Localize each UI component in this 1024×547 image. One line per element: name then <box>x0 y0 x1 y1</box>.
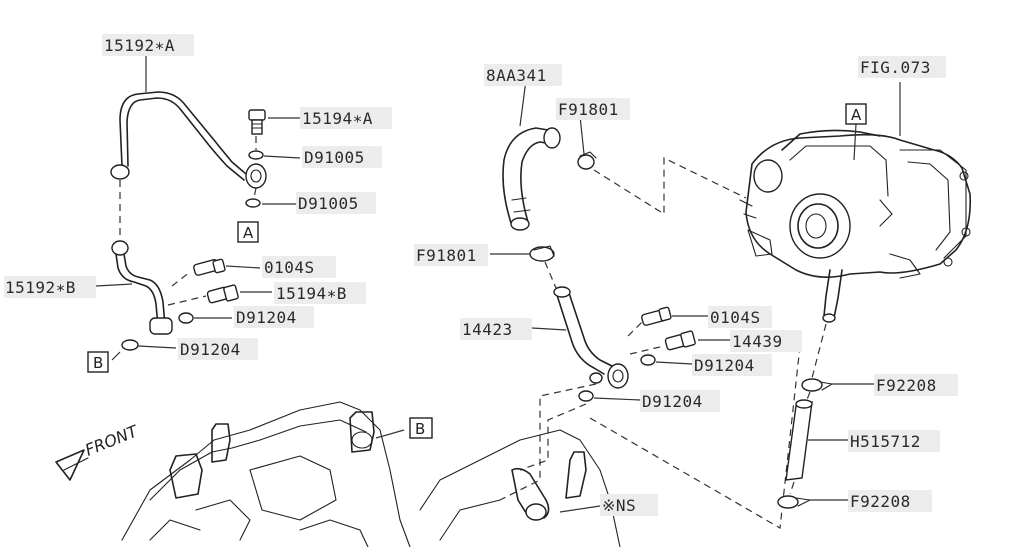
label-fig073: FIG.073 <box>860 58 931 77</box>
svg-text:B: B <box>415 420 425 438</box>
oil-pipe-14423 <box>553 286 629 389</box>
label-f92208-bottom: F92208 <box>850 492 911 511</box>
label-ns: ※NS <box>602 496 636 515</box>
ref-box-a-turbo: A <box>845 103 867 125</box>
hose-h515712 <box>785 399 813 481</box>
label-15192-a: 15192∗A <box>104 36 175 55</box>
svg-text:B: B <box>93 354 103 372</box>
oil-pipe-15192-b <box>111 240 173 335</box>
label-f91801-top: F91801 <box>558 100 619 119</box>
turbocharger <box>739 129 972 323</box>
clamp-f92208-top <box>801 378 833 392</box>
label-d91204-right-1: D91204 <box>694 356 755 375</box>
label-f91801-mid: F91801 <box>416 246 477 265</box>
label-0104s-right: 0104S <box>710 308 761 327</box>
label-h515712: H515712 <box>850 432 921 451</box>
banjo-bolt-15194-b <box>206 284 239 304</box>
bolt-0104s-left <box>193 258 226 276</box>
label-f92208-top: F92208 <box>876 376 937 395</box>
label-8aa341: 8AA341 <box>486 66 547 85</box>
banjo-bolt-14439 <box>664 330 696 351</box>
hose-8aa341 <box>502 127 561 231</box>
engine-block <box>121 401 621 547</box>
label-15192-b: 15192∗B <box>5 278 76 297</box>
label-14423: 14423 <box>462 320 513 339</box>
label-14439: 14439 <box>732 332 783 351</box>
oil-pipe-15192-a <box>110 91 267 189</box>
ref-box-a-left: A <box>237 221 259 243</box>
svg-text:A: A <box>243 224 254 242</box>
label-d91204-left-1: D91204 <box>236 308 297 327</box>
label-d91005-top: D91005 <box>304 148 365 167</box>
label-d91204-left-2: D91204 <box>180 340 241 359</box>
banjo-bolt-15194-a <box>248 109 266 135</box>
label-15194-a: 15194∗A <box>302 109 373 128</box>
ref-box-b-engine: B <box>409 417 433 439</box>
front-label: FRONT <box>82 421 141 460</box>
svg-text:A: A <box>851 106 862 124</box>
clamp-f91801-mid <box>529 245 555 262</box>
label-15194-b: 15194∗B <box>276 284 347 303</box>
clamp-f91801-top <box>577 151 597 170</box>
label-d91204-right-2: D91204 <box>642 392 703 411</box>
front-arrow-icon <box>55 449 89 481</box>
clamp-f92208-bottom <box>777 495 811 509</box>
bolt-0104s-right <box>641 306 672 326</box>
ref-box-b-left: B <box>87 351 109 373</box>
label-d91005-bottom: D91005 <box>298 194 359 213</box>
label-0104s-left: 0104S <box>264 258 315 277</box>
